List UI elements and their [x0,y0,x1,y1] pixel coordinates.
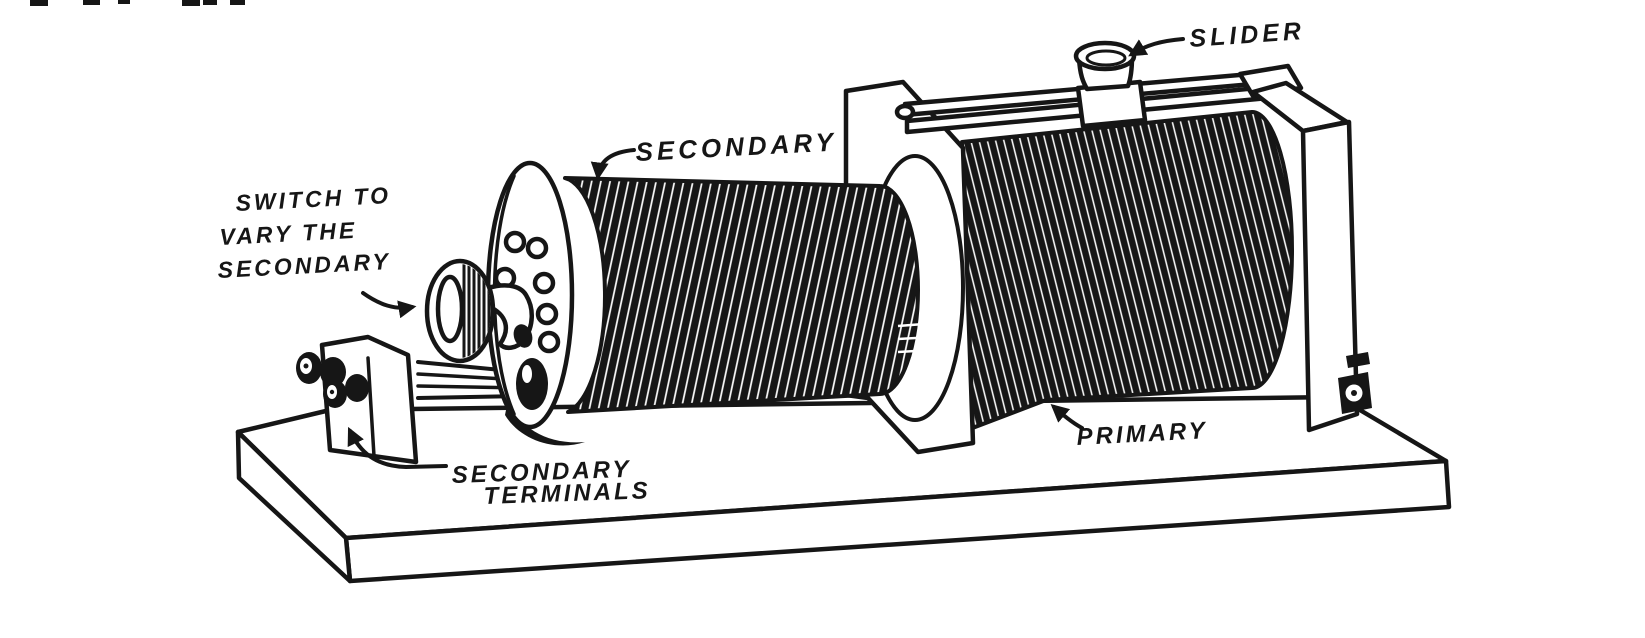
label-arrows [347,37,1185,469]
base-board [235,394,1452,584]
label-secondary: SECONDARY [635,126,838,167]
rail-pivot [894,103,916,121]
arrow-primary [1050,404,1084,430]
binding-posts [296,352,369,408]
arrow-secondary [590,148,636,181]
print-artifact-marks [30,0,245,6]
switch-knob [424,258,496,364]
primary-right-standard [1250,80,1372,433]
switch-lever [485,283,534,350]
label-switch-line2: VARY THE [219,217,358,250]
switch-contact-points [493,230,561,354]
primary-coil [960,110,1294,434]
label-switch-line1: SWITCH TO [235,182,392,216]
label-secondary-terminals-line1: SECONDARY [451,456,632,489]
arrow-slider [1128,37,1185,57]
secondary-terminal-block [296,334,419,465]
label-secondary-terminals-line2: TERMINALS [483,477,651,510]
primary-terminal [1338,352,1372,414]
coil-hub [516,358,548,410]
secondary-coil [505,176,953,446]
arrow-switch [361,291,417,319]
secondary-end-disc [485,160,575,430]
label-slider: SLIDER [1188,17,1305,53]
label-switch-line3: SECONDARY [217,248,392,283]
slider-knob [1073,40,1137,92]
coil-shadow [505,400,585,446]
arrow-secondary-terminals [347,426,448,469]
secondary-lead-wires [897,320,953,354]
